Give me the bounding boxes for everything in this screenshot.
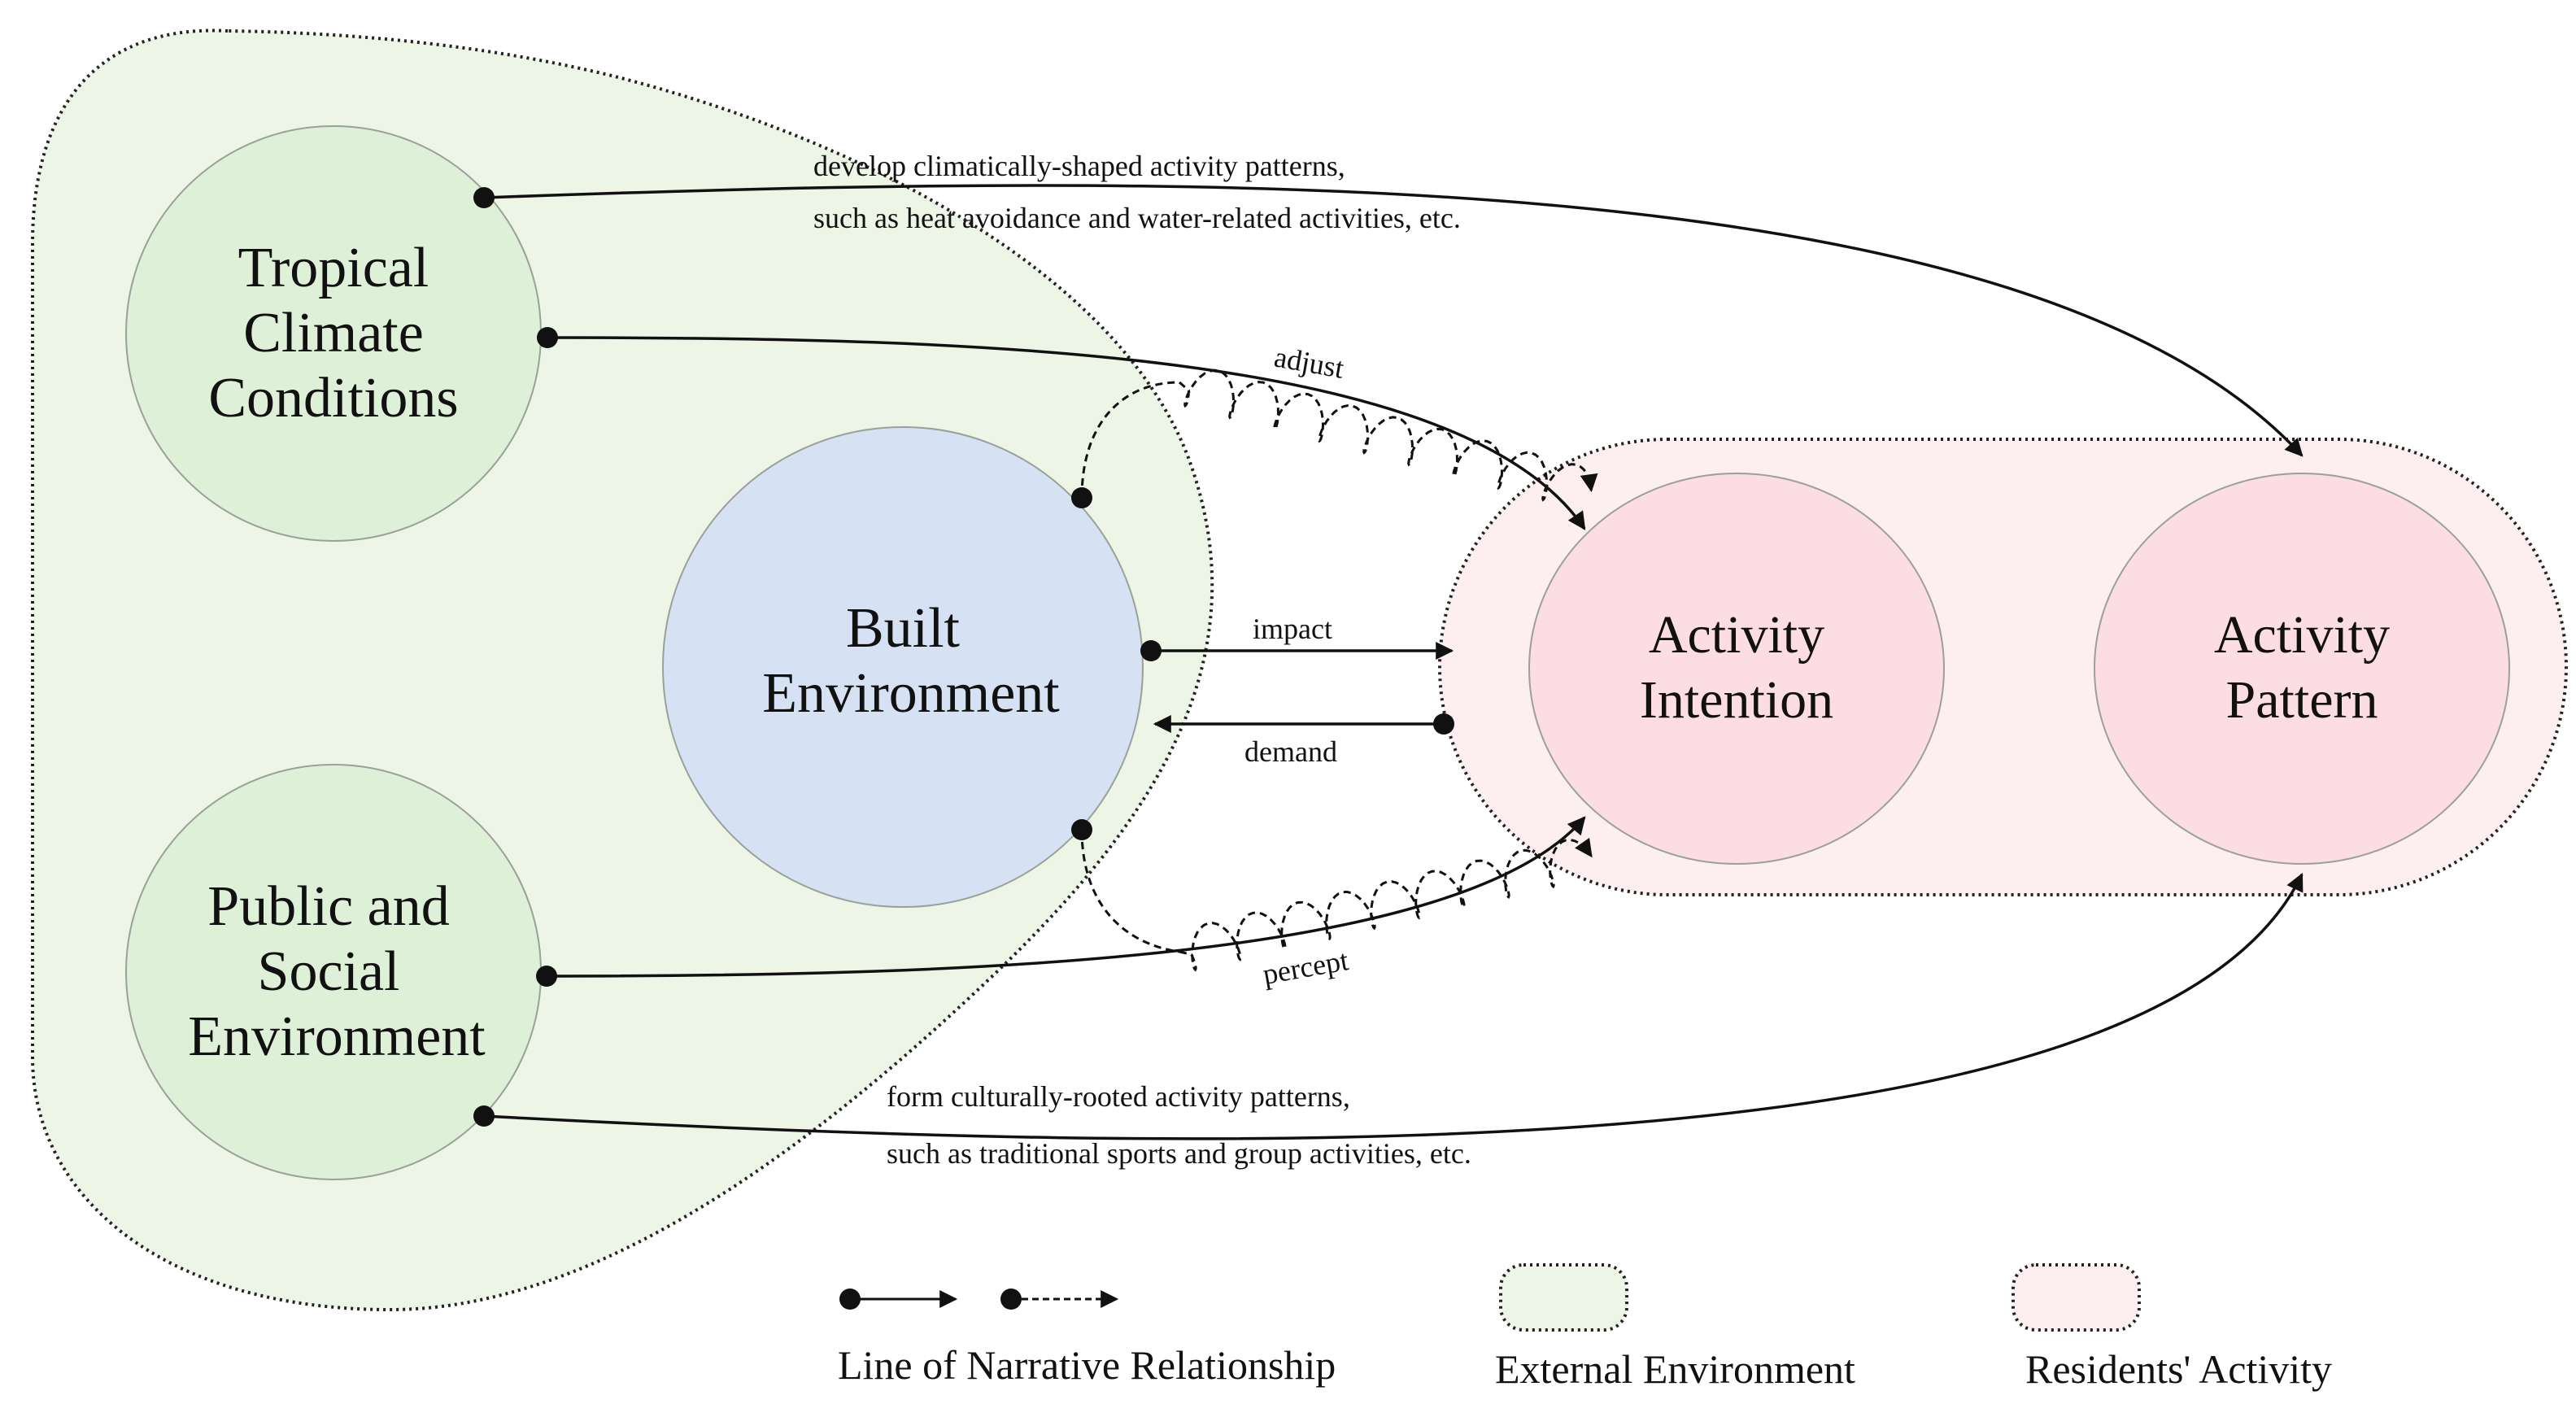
dot-public-bottom xyxy=(473,1105,495,1127)
legend-narrative-label: Line of Narrative Relationship xyxy=(838,1342,1336,1388)
built-environment-node: Built Environment xyxy=(662,426,1144,908)
label-bottom-line2: such as traditional sports and group act… xyxy=(887,1137,1471,1170)
legend-external-label: External Environment xyxy=(1495,1346,1855,1392)
edge-tropical-to-pattern xyxy=(483,184,2304,457)
intention-label-2: Intention xyxy=(1640,670,1833,730)
edge-tropical-to-intention xyxy=(547,336,1586,530)
dot-tropical-right xyxy=(537,327,558,348)
edge-percept-coil xyxy=(1179,837,1593,972)
legend-residents-label: Residents' Activity xyxy=(2025,1346,2332,1392)
legend-residents: Residents' Activity xyxy=(2012,1263,2332,1392)
edge-percept-wavy xyxy=(1080,829,1180,953)
tropical-label-1: Tropical xyxy=(238,237,429,299)
activity-intention-node: Activity Intention xyxy=(1528,473,1945,865)
public-label-1: Public and xyxy=(207,875,449,938)
dot-built-bottom xyxy=(1071,819,1092,840)
edge-public-to-intention xyxy=(546,816,1586,978)
legend-narrative-lines: Line of Narrative Relationship xyxy=(838,1288,1336,1388)
label-demand: demand xyxy=(1244,735,1337,768)
public-label-2: Social xyxy=(258,940,400,1003)
public-social-node: Public and Social Environment xyxy=(125,764,542,1180)
dot-public-right xyxy=(536,966,557,987)
tropical-label-3: Conditions xyxy=(208,367,458,429)
legend-external: External Environment xyxy=(1495,1263,1855,1392)
intention-label-1: Activity xyxy=(1649,605,1824,665)
built-label-1: Built xyxy=(846,597,961,660)
dot-built-right xyxy=(1140,640,1162,661)
label-bottom-line1: form culturally-rooted activity patterns… xyxy=(887,1080,1350,1113)
tropical-label-2: Climate xyxy=(243,302,424,364)
public-label-3: Environment xyxy=(188,1005,486,1068)
label-top-line1: develop climatically-shaped activity pat… xyxy=(813,150,1345,182)
pattern-label-2: Pattern xyxy=(2226,670,2378,730)
activity-pattern-node: Activity Pattern xyxy=(2094,473,2510,865)
label-percept: percept xyxy=(1260,944,1350,991)
pattern-label-1: Activity xyxy=(2214,605,2390,665)
dot-built-top xyxy=(1071,487,1092,508)
legend: Line of Narrative Relationship External … xyxy=(838,1263,2332,1392)
dot-intention-left xyxy=(1433,713,1454,735)
label-impact: impact xyxy=(1253,613,1332,645)
built-label-2: Environment xyxy=(762,662,1060,725)
edge-adjust-wavy xyxy=(1080,381,1180,499)
edge-public-to-pattern xyxy=(483,873,2304,1140)
dot-tropical-top xyxy=(473,187,495,208)
edge-adjust-coil xyxy=(1179,368,1598,502)
tropical-climate-node: Tropical Climate Conditions xyxy=(125,125,542,542)
label-adjust: adjust xyxy=(1272,340,1347,384)
label-top-line2: such as heat avoidance and water-related… xyxy=(813,202,1461,234)
